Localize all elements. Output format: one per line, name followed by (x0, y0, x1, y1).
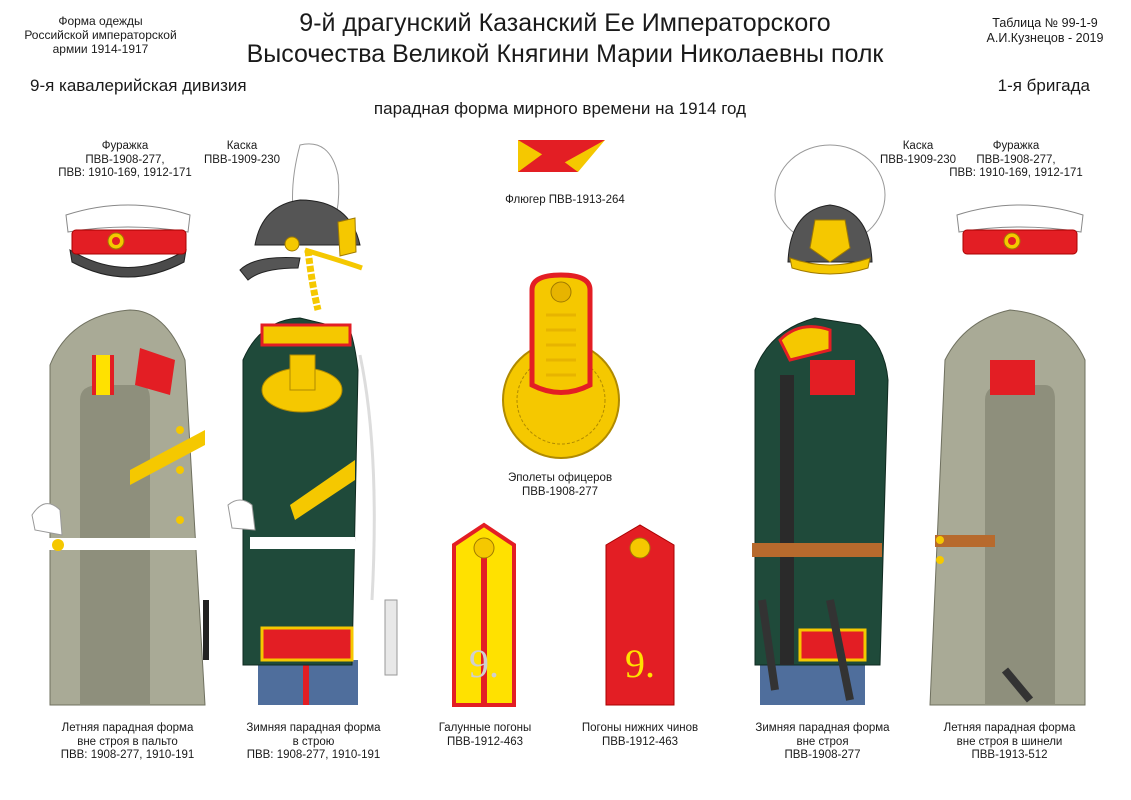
cap-left-line-2: ПВВ-1908-277, (85, 153, 165, 166)
caption-lower-ranks-straps: Погоны нижних чинов ПВВ-1912-463 (570, 722, 710, 749)
caption-summer-greatcoat: Летняя парадная форма вне строя в шинели… (922, 722, 1097, 763)
left-helmet-side (239, 143, 363, 311)
caption-winter-out-of-ranks: Зимняя парадная форма вне строя ПВВ-1908… (735, 722, 910, 763)
caption-5-line-1: Зимняя парадная форма (755, 722, 890, 734)
epaulettes-line-2: ПВВ-1908-277 (521, 485, 599, 498)
helmet-left-line-2: ПВВ-1909-230 (203, 153, 281, 166)
regimental-vane (518, 140, 605, 172)
caption-5-line-3: ПВВ-1908-277 (784, 749, 861, 762)
caption-4-line-2: ПВВ-1912-463 (601, 735, 679, 748)
right-peaked-cap (956, 204, 1084, 255)
caption-6-line-1: Летняя парадная форма (943, 722, 1076, 734)
officer-shoulder-strap (452, 522, 516, 707)
caption-summer-coat: Летняя парадная форма вне строя в пальто… (40, 722, 215, 763)
title-line-2: Высочества Великой Княгини Марии Николае… (246, 39, 884, 68)
officer-strap-number: 9. (469, 641, 499, 686)
lower-ranks-strap-number: 9. (625, 641, 655, 686)
vane-label: Флюгер ПВВ-1913-264 (505, 194, 625, 206)
caption-6-line-3: ПВВ-1913-512 (971, 749, 1048, 762)
caption-4-line-1: Погоны нижних чинов (581, 722, 699, 734)
caption-6-line-2: вне строя в шинели (956, 735, 1063, 748)
epaulettes-line-1: Эполеты офицеров (507, 472, 613, 484)
caption-1-line-3: ПВВ: 1908-277, 1910-191 (60, 749, 195, 762)
figure-right-summer-coat (929, 309, 1086, 706)
page-title: 9-й драгунский Казанский Ее Императорско… (200, 8, 930, 69)
cap-right-line-3: ПВВ: 1910-169, 1912-171 (949, 167, 1083, 180)
table-line-2: А.И.Кузнецов - 2019 (986, 30, 1104, 45)
division-label: 9-я кавалерийская дивизия (30, 76, 247, 95)
source-line-1: Форма одежды (58, 14, 143, 28)
brigade-label: 1-я бригада (997, 76, 1090, 95)
helmet-right-label: Каска ПВВ-1909-230 (868, 140, 968, 167)
caption-2-line-2: в строю (292, 735, 335, 748)
caption-3-line-1: Галунные погоны (438, 722, 532, 734)
caption-1-line-1: Летняя парадная форма (61, 722, 194, 734)
figure-right-winter-tunic (752, 317, 889, 705)
cap-left-label: Фуражка ПВВ-1908-277, ПВВ: 1910-169, 191… (45, 140, 205, 181)
helmet-left-label: Каска ПВВ-1909-230 (192, 140, 292, 167)
source-line-2: Российской императорской (24, 28, 177, 43)
figure-left-winter-tunic (227, 317, 398, 705)
title-line-1: 9-й драгунский Казанский Ее Императорско… (299, 9, 831, 37)
caption-2-line-3: ПВВ: 1908-277, 1910-191 (246, 749, 381, 762)
caption-3-line-2: ПВВ-1912-463 (446, 735, 524, 748)
table-line-1: Таблица № 99-1-9 (992, 16, 1098, 30)
figure-left-summer-coat (31, 309, 209, 706)
cap-right-label: Фуражка ПВВ-1908-277, ПВВ: 1910-169, 191… (936, 140, 1096, 181)
caption-1-line-2: вне строя в пальто (77, 735, 178, 748)
caption-winter-in-ranks: Зимняя парадная форма в строю ПВВ: 1908-… (226, 722, 401, 763)
helmet-right-line-1: Каска (902, 140, 934, 152)
cap-right-line-2: ПВВ-1908-277, (976, 153, 1056, 166)
helmet-left-line-1: Каска (226, 140, 258, 152)
table-number: Таблица № 99-1-9 А.И.Кузнецов - 2019 (960, 16, 1130, 46)
epaulettes-label: Эполеты офицеров ПВВ-1908-277 (480, 472, 640, 499)
left-peaked-cap (65, 204, 191, 278)
source-line-3: армии 1914-1917 (52, 42, 149, 57)
cap-left-line-3: ПВВ: 1910-169, 1912-171 (58, 167, 192, 180)
caption-5-line-2: вне строя (796, 735, 849, 748)
cap-right-line-1: Фуражка (992, 140, 1040, 152)
caption-2-line-1: Зимняя парадная форма (246, 722, 381, 734)
cap-left-line-1: Фуражка (101, 140, 149, 152)
page-subtitle: парадная форма мирного времени на 1914 г… (373, 99, 747, 118)
officer-epaulette (502, 272, 620, 459)
helmet-right-line-2: ПВВ-1909-230 (879, 153, 957, 166)
source-series-label: Форма одежды Российской императорской ар… (8, 14, 193, 56)
caption-galloon-straps: Галунные погоны ПВВ-1912-463 (425, 722, 545, 749)
right-helmet-front (774, 144, 886, 275)
lower-ranks-shoulder-strap (605, 524, 675, 706)
